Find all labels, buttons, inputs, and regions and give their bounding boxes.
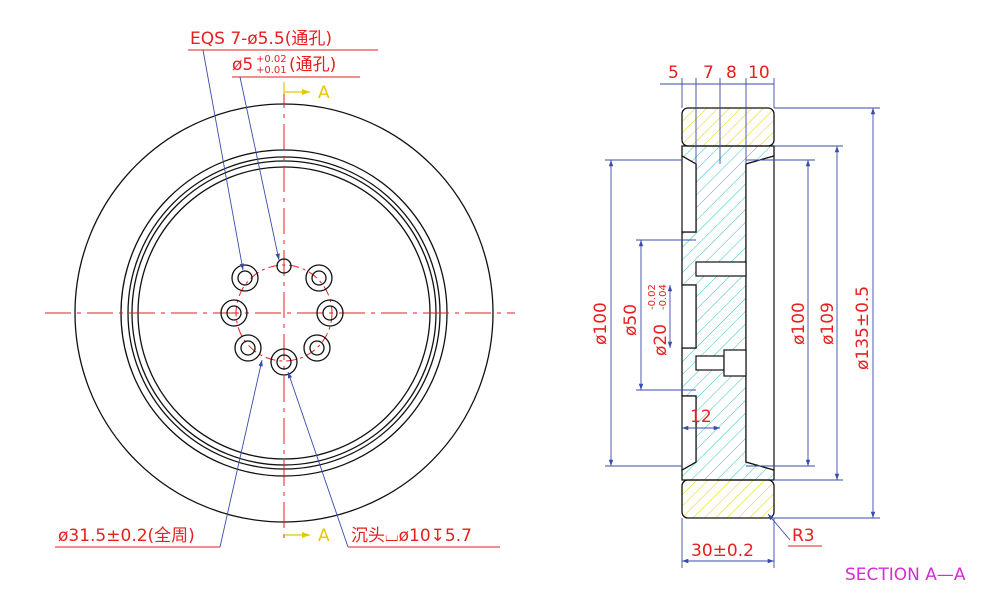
bore [681, 284, 697, 349]
bolt-hole-4 [316, 299, 344, 327]
dim-7: 7 [703, 63, 714, 83]
recess-left-lower [681, 395, 697, 472]
recess-right [745, 155, 775, 471]
dim-width: 30±0.2 [691, 541, 754, 561]
dim-5: 5 [668, 63, 679, 83]
callout-dia5-tol-lower: +0.01 [256, 65, 287, 76]
dim-12: 12 [690, 407, 712, 427]
bolt-hole-2 [305, 264, 333, 292]
leader-r3 [767, 513, 791, 541]
callout-dia5: ø5 [232, 55, 253, 75]
section-label-bottom: A [318, 526, 330, 546]
dim-d100-left: ø100 [591, 302, 611, 345]
section-title: SECTION A—A [845, 565, 966, 585]
dim-d20-tol-upper: -0.02 [647, 284, 658, 310]
bolt-hole-section-upper [695, 261, 747, 277]
tread-bottom [681, 479, 775, 519]
dim-8: 8 [726, 63, 737, 83]
bolt-hole-5 [234, 334, 262, 362]
pitch-circle [235, 264, 333, 362]
bolt-hole-3 [220, 299, 248, 327]
counterbore-section [723, 349, 747, 377]
section-view: 5 7 8 10 ø100 ø50 ø20 -0.02 -0.04 ø100 ø… [591, 63, 966, 585]
callout-eqs-holes: EQS 7-ø5.5(通孔) [190, 29, 332, 49]
dim-10: 10 [748, 63, 770, 83]
dim-r3: R3 [792, 526, 815, 546]
callout-pitch-circle: ø31.5±0.2(全周) [58, 526, 195, 546]
bolt-hole-6 [303, 334, 331, 362]
leader-eqs [202, 49, 245, 271]
section-label-top: A [318, 83, 330, 103]
dim-d135: ø135±0.5 [853, 286, 873, 370]
dim-d100-right: ø100 [789, 302, 809, 345]
callout-dia5-tol-upper: +0.02 [256, 54, 287, 65]
bolt-hole-1 [231, 264, 259, 292]
bolt-hole-section-lower [695, 355, 725, 371]
dim-d20: ø20 [651, 324, 671, 356]
callout-counterbore: 沉头⌴ø10↧5.7 [351, 526, 472, 546]
dim-d109: ø109 [818, 302, 838, 345]
dim-d20-tol-lower: -0.04 [658, 284, 669, 310]
pin-hole [276, 258, 292, 274]
dim-d50: ø50 [621, 304, 641, 336]
front-view: A A EQS 7-ø5.5(通孔) ø5 +0.02 +0.01 (通孔) ø… [45, 29, 515, 548]
section-arrowhead-top [302, 89, 310, 95]
callout-dia5-suffix: (通孔) [289, 55, 336, 75]
leader-counterbore [287, 371, 349, 548]
leader-dia5 [239, 76, 280, 261]
section-arrowhead-bottom [302, 532, 310, 538]
recess-left-upper [681, 154, 697, 233]
bolt-hole-7 [270, 348, 298, 376]
leader-pcd [219, 359, 263, 548]
